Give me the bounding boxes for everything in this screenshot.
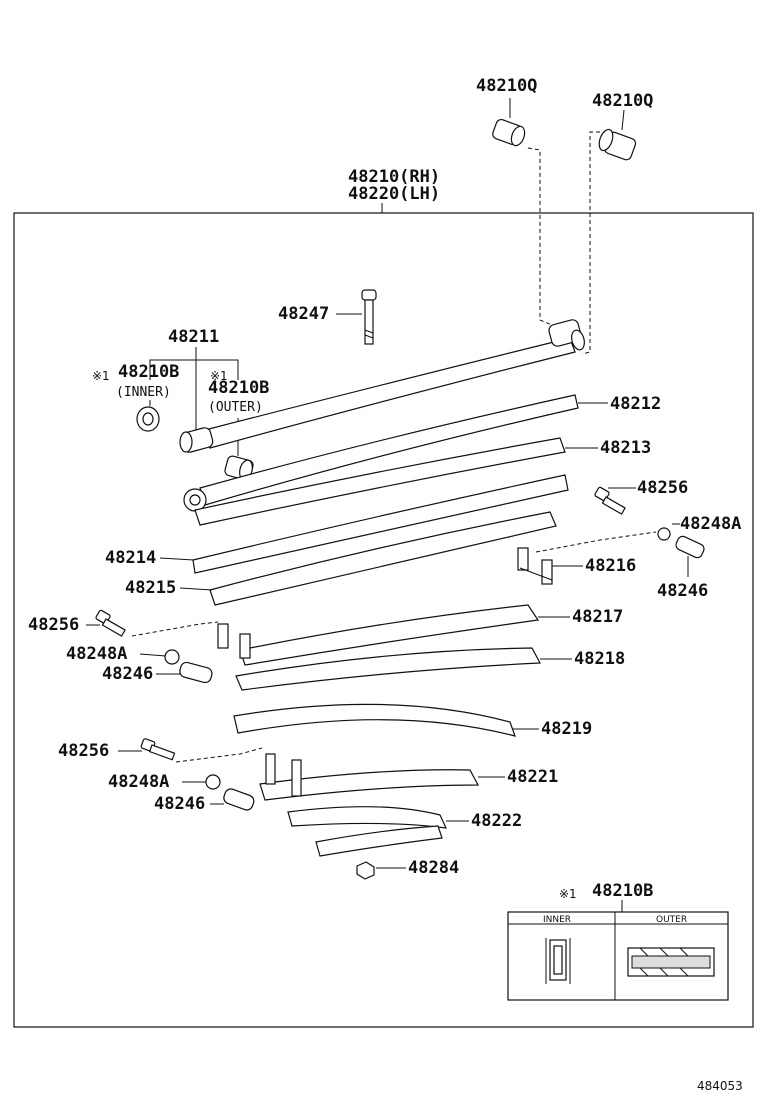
label-48215: 48215 [125,578,176,598]
label-48216: 48216 [585,556,636,576]
label-48210B-inner: 48210B [118,362,179,382]
leaf-48213-icon [194,437,566,526]
label-48210Q-left: 48210Q [476,76,537,96]
label-48247: 48247 [278,304,329,324]
note-mark-inset: ※1 [559,887,577,901]
pin-48246-mid-icon [179,661,213,684]
label-48212: 48212 [610,394,661,414]
label-48246-mid: 48246 [102,664,153,684]
label-outer: (OUTER) [208,400,263,415]
label-48246-right: 48246 [657,581,708,601]
spacer-48248A-right-icon [657,527,671,541]
bolt-48256-top-icon [594,486,626,515]
label-48219: 48219 [541,719,592,739]
label-48222: 48222 [471,811,522,831]
inset-bushing-detail: INNER OUTER [507,911,729,1001]
label-48210B-outer: 48210B [208,378,269,398]
label-inner: (INNER) [116,385,171,400]
bushing-inner-icon [136,406,160,432]
label-48256-top: 48256 [637,478,688,498]
note-mark-inner: ※1 [92,369,110,383]
clip-48216-icon [517,547,553,585]
bolt-48256-low-icon [140,738,176,761]
label-48210Q-right: 48210Q [592,91,653,111]
spacer-48248A-low-icon [205,774,221,790]
leaf-48221-icon [259,753,479,801]
bushing-48210Q-right-icon [598,128,637,161]
leaf-48222-icon [287,806,448,829]
leaf-48212-icon [183,394,579,512]
label-48256-mid: 48256 [28,615,79,635]
spacer-48248A-mid-icon [164,649,180,665]
pin-48246-right-icon [675,535,705,559]
label-48217: 48217 [572,607,623,627]
label-48248A-low: 48248A [108,772,169,792]
label-48221: 48221 [507,767,558,787]
label-48210-rh: 48210(RH) [348,167,440,187]
leaf-48215-icon [209,511,557,606]
center-bolt-48247-icon [361,289,377,345]
label-48211: 48211 [168,327,219,347]
leaf-48218-icon [235,647,541,691]
leaf-48214-icon [192,474,569,574]
note-mark-outer: ※1 [210,369,228,383]
inset-header-inner: INNER [543,915,571,925]
label-48248A-mid: 48248A [66,644,127,664]
leaf-48219-icon [233,703,516,737]
label-48214: 48214 [105,548,156,568]
leaf-48217-icon [217,604,540,666]
label-48256-low: 48256 [58,741,109,761]
label-48220-lh: 48220(LH) [348,184,440,204]
diagram-ref-number: 484053 [697,1079,743,1093]
label-48284: 48284 [408,858,459,878]
diagram-frame [13,212,754,1028]
inset-outer-bushing-icon [627,947,715,977]
label-48213: 48213 [600,438,651,458]
leaf-bottom-icon [315,825,443,857]
nut-48284-icon [356,861,375,880]
label-48210B-inset: 48210B [592,881,653,901]
pin-48246-low-icon [223,788,255,811]
label-48246-low: 48246 [154,794,205,814]
main-leaf-48211-icon [179,319,585,453]
bushing-48210Q-left-icon [492,118,526,147]
inset-inner-bushing-icon [545,938,571,984]
label-48218: 48218 [574,649,625,669]
bolt-48256-mid-icon [95,609,126,637]
label-48248A-right: 48248A [680,514,741,534]
inset-header-outer: OUTER [656,915,687,925]
